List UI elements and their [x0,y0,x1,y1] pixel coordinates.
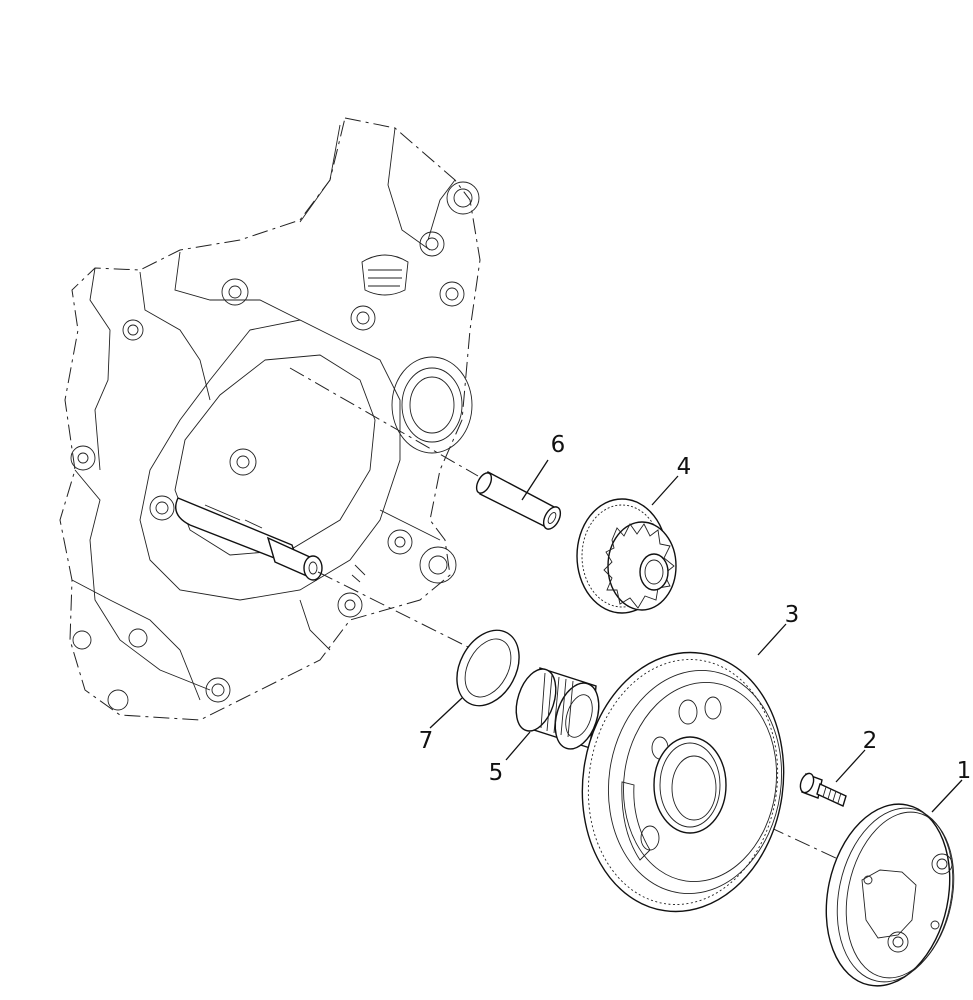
callout-7: 7 [419,728,434,754]
part-2-bolt [799,772,847,807]
crankcase-housing [59,117,481,721]
part-5-needle-bearing [515,667,600,750]
leader-lines [429,459,963,813]
callout-4: 4 [677,454,692,480]
callout-1: 1 [957,758,972,784]
part-6-pin [475,471,562,530]
assembly-centerlines [289,367,841,861]
callout-2: 2 [863,728,878,754]
callout-5: 5 [489,760,504,786]
callout-labels: 6 4 3 2 1 5 7 [419,432,972,786]
part-3-starter-gear [581,651,785,913]
part-1-one-way-clutch [825,803,955,987]
part-7-washer [456,629,520,707]
callout-6: 6 [551,432,566,458]
callout-3: 3 [785,602,800,628]
part-4-idler-gear [576,498,677,614]
